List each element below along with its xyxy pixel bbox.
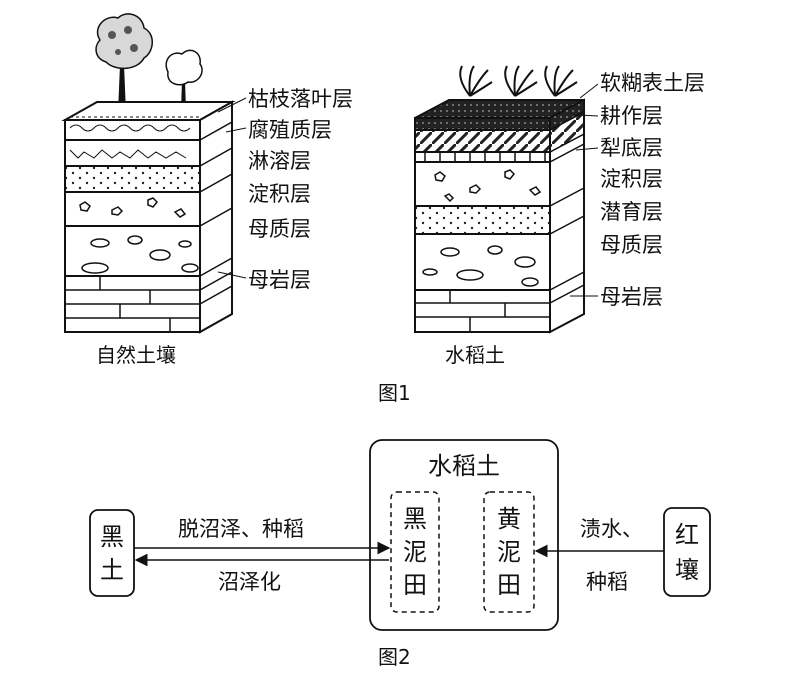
arrow-top-label: 脱沼泽、种稻 xyxy=(178,517,304,541)
tree-icon xyxy=(96,14,152,112)
layer-label: 犁底层 xyxy=(600,136,663,160)
right-arrow-label-2: 种稻 xyxy=(586,570,628,594)
figure2-flow: 黑 土 红 壤 水稻土 黑 泥 田 黄 泥 田 脱沼泽、种稻 沼泽化 渍水、 种… xyxy=(90,440,710,630)
black-mud-field-char: 田 xyxy=(403,571,427,599)
layer-label: 母岩层 xyxy=(600,285,663,309)
black-mud-field-char: 泥 xyxy=(403,538,427,566)
layer-label: 母质层 xyxy=(248,217,311,241)
center-title: 水稻土 xyxy=(428,452,500,480)
yellow-mud-field-char: 田 xyxy=(497,571,521,599)
paddy-soil-title: 水稻土 xyxy=(445,343,505,367)
natural-soil-block xyxy=(65,14,232,332)
right-arrow-label-1: 渍水、 xyxy=(580,517,643,541)
layer-label: 耕作层 xyxy=(600,104,663,128)
black-soil-char: 黑 xyxy=(100,523,124,551)
figure2-caption: 图2 xyxy=(378,645,411,669)
figure1-caption: 图1 xyxy=(378,381,411,405)
arrow-bottom-label: 沼泽化 xyxy=(218,570,281,594)
natural-soil-labels: 枯枝落叶层 腐殖质层 淋溶层 淀积层 母质层 母岩层 xyxy=(218,87,353,292)
rice-plant-icon xyxy=(460,66,577,96)
paddy-soil-labels: 软糊表土层 耕作层 犁底层 淀积层 潜育层 母质层 母岩层 xyxy=(570,71,705,309)
red-soil-char: 壤 xyxy=(675,556,699,584)
layer-label: 淀积层 xyxy=(600,167,663,191)
layer-label: 枯枝落叶层 xyxy=(248,87,353,111)
black-mud-field-char: 黑 xyxy=(403,505,427,533)
layer-label: 软糊表土层 xyxy=(600,71,705,95)
red-soil-char: 红 xyxy=(675,521,699,549)
layer-label: 母质层 xyxy=(600,233,663,257)
paddy-soil-block xyxy=(415,66,584,332)
layer-label: 淋溶层 xyxy=(248,149,311,173)
layer-label: 淀积层 xyxy=(248,182,311,206)
layer-label: 母岩层 xyxy=(248,268,311,292)
yellow-mud-field-char: 黄 xyxy=(497,505,521,533)
layer-label: 潜育层 xyxy=(600,200,663,224)
yellow-mud-field-char: 泥 xyxy=(497,538,521,566)
black-soil-char: 土 xyxy=(100,556,124,584)
natural-soil-title: 自然土壤 xyxy=(96,343,176,367)
layer-label: 腐殖质层 xyxy=(248,118,332,142)
